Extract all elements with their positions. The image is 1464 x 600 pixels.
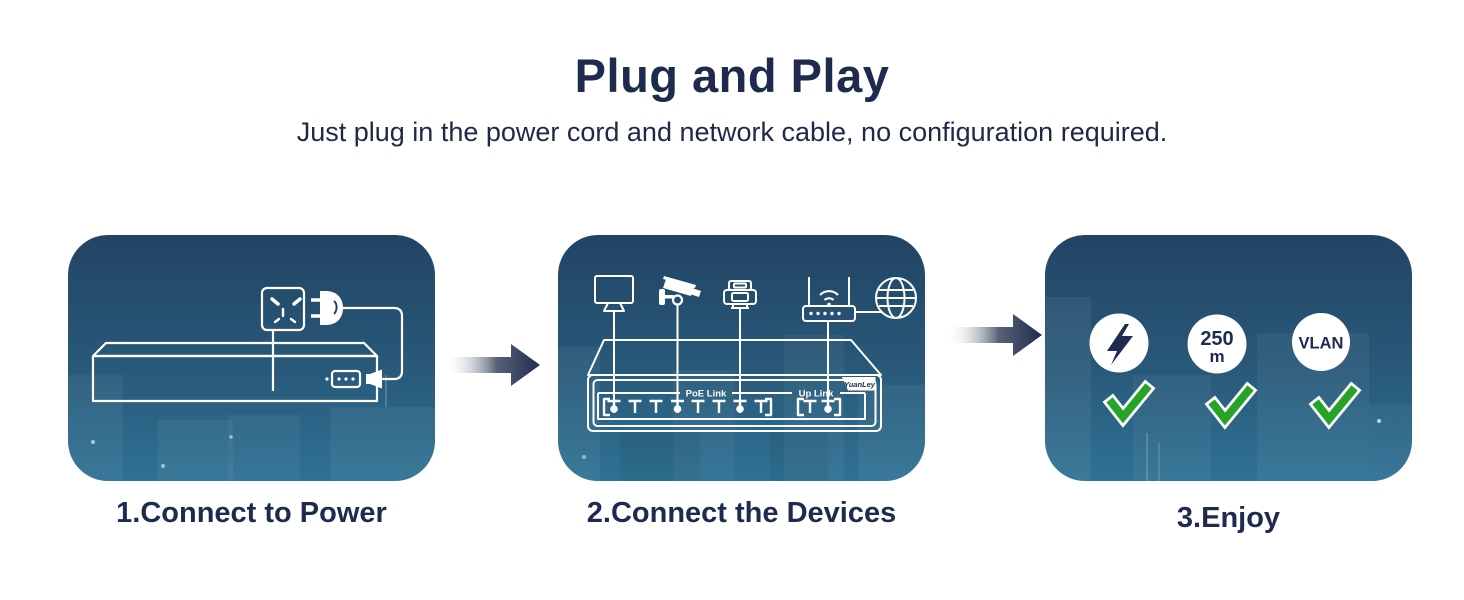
vlan-label: VLAN (1299, 335, 1344, 353)
connect-devices-art: PoE Link Up Link YuanLey (558, 275, 925, 481)
main-subtitle: Just plug in the power cord and network … (296, 117, 1168, 147)
step-caption-2: 2.Connect the Devices (586, 497, 897, 529)
power-cable (343, 306, 404, 381)
link-dots (610, 405, 832, 413)
distance-badge (1187, 314, 1247, 374)
cctv-camera-icon (659, 276, 701, 306)
monitor-icon (594, 275, 634, 312)
city-skyline (68, 375, 435, 481)
wifi-router-icon (802, 277, 856, 322)
lightning-bolt-icon (1107, 324, 1133, 365)
step-caption-3: 3.Enjoy (1176, 502, 1281, 534)
poe-link-label: PoE Link (686, 389, 727, 400)
connect-power-art (68, 286, 435, 481)
green-checkmark-icon (1308, 381, 1362, 430)
power-connector (366, 369, 382, 389)
step-arrow-icon (946, 314, 1042, 356)
step-panel-connect-devices: PoE Link Up Link YuanLey (558, 235, 925, 481)
step-caption-1: 1.Connect to Power (116, 497, 387, 529)
enjoy-art: 250 m VLAN (1045, 297, 1412, 481)
power-outlet-icon (260, 286, 306, 391)
green-checkmark-icons (1102, 379, 1362, 430)
green-checkmark-icon (1204, 381, 1258, 430)
step-panel-enjoy: 250 m VLAN (1045, 235, 1412, 481)
green-checkmark-icon (1102, 379, 1156, 428)
internet-globe-icon (855, 277, 917, 319)
step-arrow-icon (444, 344, 540, 386)
distance-value: 250 (1200, 328, 1233, 350)
power-plug-icon (311, 291, 343, 325)
poe-switch-icon (587, 339, 882, 432)
printer-icon (723, 280, 757, 309)
brand-label: YuanLey (844, 380, 876, 389)
distance-unit: m (1209, 347, 1224, 366)
main-title: Plug and Play (574, 49, 890, 102)
vlan-badge (1292, 313, 1350, 371)
up-link-label: Up Link (799, 389, 835, 400)
power-inlet (325, 369, 362, 389)
brand-tab (842, 377, 876, 391)
step-panel-connect-power (68, 235, 435, 481)
